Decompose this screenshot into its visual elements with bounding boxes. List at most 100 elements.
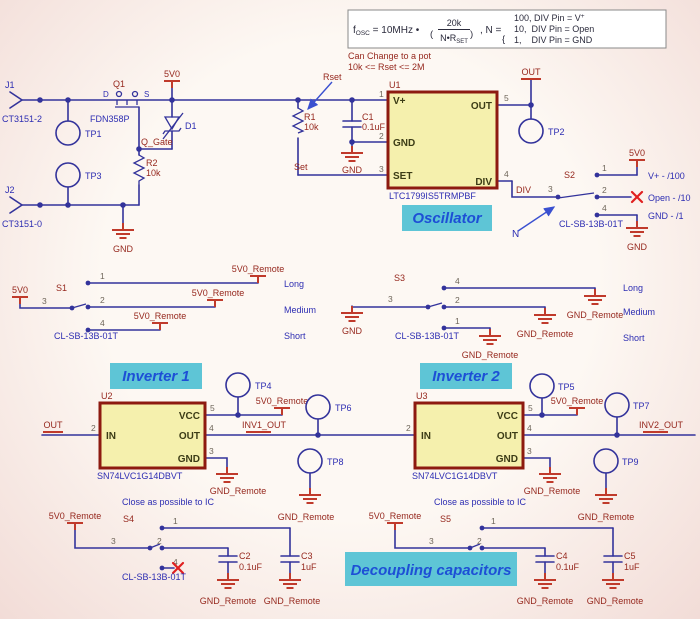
ground-symbol[interactable]: [340, 145, 364, 162]
power-bar-icon: [628, 159, 646, 168]
section-inverter1: Inverter 1: [110, 363, 202, 389]
testpoint-tp3[interactable]: TP3: [55, 162, 102, 188]
designator-c5: C5: [624, 551, 636, 561]
u3-body[interactable]: [413, 401, 525, 470]
connector-j1-symbol[interactable]: [9, 91, 24, 109]
testpoint-tp5[interactable]: TP5: [529, 373, 575, 399]
switch-s2[interactable]: S2 3 1 2 4 CL-SB-13B-01T: [548, 163, 644, 229]
net-label-inv2-out-text: INV2_OUT: [639, 420, 684, 430]
power-port-5v0-remote-u3[interactable]: 5V0_Remote: [551, 396, 604, 416]
pin-name-vcc: VCC: [497, 411, 518, 422]
formula-box-frame: [347, 9, 667, 49]
pin-number: 3: [379, 164, 384, 174]
switch-s5[interactable]: S5 3 1 2: [429, 514, 496, 551]
ic-u2[interactable]: U2 SN74LVC1G14DBVT IN VCC OUT GND 2 5 4 …: [91, 391, 215, 481]
pot-note-line3: Rset: [323, 72, 342, 82]
pin-number: 3: [209, 446, 214, 456]
s3-wiper[interactable]: [427, 302, 443, 308]
ground-symbol[interactable]: [533, 572, 557, 589]
power-port-5v0-main[interactable]: 5V0: [163, 69, 181, 89]
tp3-pad[interactable]: [55, 162, 81, 188]
connector-j1[interactable]: J1 CT3151-2: [2, 80, 42, 124]
label-tp4: TP4: [255, 381, 272, 391]
ground-symbol[interactable]: [216, 572, 240, 589]
capacitor-c1[interactable]: C1 0.1uF: [342, 112, 386, 132]
connector-j2[interactable]: J2 CT3151-0: [2, 185, 42, 229]
power-bar-icon: [163, 80, 181, 89]
power-port-5v0-remote-s5[interactable]: 5V0_Remote: [369, 511, 422, 531]
testpoint-tp6[interactable]: TP6: [305, 394, 352, 420]
tp1-pad[interactable]: [55, 120, 81, 146]
r2-zigzag[interactable]: [132, 154, 146, 185]
s1-wiper[interactable]: [71, 303, 87, 309]
inverter2-title: Inverter 2: [432, 368, 500, 385]
ground-symbol[interactable]: [583, 288, 607, 305]
tp8-pad[interactable]: [297, 448, 323, 474]
ground-symbol[interactable]: [601, 572, 625, 589]
power-bar-icon: [249, 275, 267, 284]
capacitor-c5[interactable]: C5 1uF: [603, 551, 640, 572]
pin-number: 3: [527, 446, 532, 456]
testpoint-tp9[interactable]: TP9: [593, 448, 639, 474]
capacitor-c4[interactable]: C4 0.1uF: [535, 551, 580, 572]
switch-s1[interactable]: S1 3 1 2 4 CL-SB-13B-01T: [42, 271, 119, 341]
s2-wiper[interactable]: [557, 192, 595, 199]
u1-body[interactable]: [386, 90, 499, 190]
tp9-pad[interactable]: [593, 448, 619, 474]
ground-symbol[interactable]: [340, 305, 364, 322]
capacitor-c2[interactable]: C2 0.1uF: [218, 551, 263, 572]
ground-symbol[interactable]: [594, 487, 618, 504]
ground-symbol[interactable]: [625, 220, 649, 237]
testpoint-tp1[interactable]: TP1: [55, 120, 102, 146]
ground-symbol[interactable]: [278, 572, 302, 589]
power-port-out-u2in[interactable]: OUT: [43, 420, 63, 433]
tp7-pad[interactable]: [604, 392, 630, 418]
power-bar-icon: [11, 296, 29, 305]
ground-symbol[interactable]: [478, 328, 502, 345]
power-port-5v0-s1[interactable]: 5V0: [11, 285, 29, 305]
mosfet-q1[interactable]: Q1 D S FDN358P: [90, 79, 149, 124]
q1-symbol[interactable]: [115, 90, 139, 108]
ic-u3[interactable]: U3 SN74LVC1G14DBVT IN VCC OUT GND 2 5 4 …: [406, 391, 533, 481]
testpoint-tp7[interactable]: TP7: [604, 392, 650, 418]
no-connect-x-icon: [630, 190, 644, 204]
ground-symbol[interactable]: [111, 222, 135, 239]
testpoint-tp2[interactable]: TP2: [518, 118, 565, 144]
r1-zigzag[interactable]: [291, 107, 305, 134]
net-label-gnd-remote: GND_Remote: [210, 486, 267, 496]
power-port-5v0-remote-s1-medium[interactable]: 5V0_Remote: [192, 288, 245, 308]
tp2-pad[interactable]: [518, 118, 544, 144]
close-to-ic-note-1: Close as possible to IC: [122, 497, 215, 507]
switch-s3[interactable]: S3 3 4 2 1 CL-SB-13B-01T: [388, 273, 460, 341]
part-number-s4: CL-SB-13B-01T: [122, 572, 187, 582]
ground-symbol[interactable]: [215, 466, 239, 483]
power-port-out-top[interactable]: OUT: [521, 67, 541, 80]
power-port-5v0-remote-s4[interactable]: 5V0_Remote: [49, 511, 102, 531]
ground-symbol[interactable]: [298, 487, 322, 504]
power-port-5v0-remote-s1-long[interactable]: 5V0_Remote: [232, 264, 285, 284]
designator-c2: C2: [239, 551, 251, 561]
connector-j2-symbol[interactable]: [9, 196, 24, 214]
power-port-5v0-s2[interactable]: 5V0: [628, 148, 646, 168]
capacitor-c3[interactable]: C3 1uF: [280, 551, 317, 572]
ground-symbol[interactable]: [538, 466, 562, 483]
u2-body[interactable]: [98, 401, 207, 470]
tp4-pad[interactable]: [225, 372, 251, 398]
testpoint-tp4[interactable]: TP4: [225, 372, 272, 398]
ground-symbol[interactable]: [533, 307, 557, 324]
net-label-gnd-remote: GND_Remote: [517, 596, 574, 606]
formula-case-2: 10, DIV Pin = Open: [514, 24, 594, 34]
d1-cathode-bar: [162, 127, 182, 135]
power-port-5v0-remote-u2[interactable]: 5V0_Remote: [256, 396, 309, 416]
switch-s4[interactable]: S4 3 1 2 4 CL-SB-13B-01T: [111, 514, 187, 582]
resistor-r1[interactable]: R1 10k: [291, 107, 319, 134]
pin-number: 4: [209, 423, 214, 433]
ic-u1[interactable]: U1 LTC1799IS5TRMPBF V+ GND SET OUT DIV 1…: [379, 80, 509, 201]
resistor-r2[interactable]: R2 10k: [132, 154, 161, 185]
testpoint-tp8[interactable]: TP8: [297, 448, 344, 474]
tp6-pad[interactable]: [305, 394, 331, 420]
tp5-pad[interactable]: [529, 373, 555, 399]
pin-number: 1: [100, 271, 105, 281]
power-port-5v0-remote-s1-short[interactable]: 5V0_Remote: [134, 311, 187, 331]
zener-diode-d1[interactable]: D1: [162, 112, 197, 140]
